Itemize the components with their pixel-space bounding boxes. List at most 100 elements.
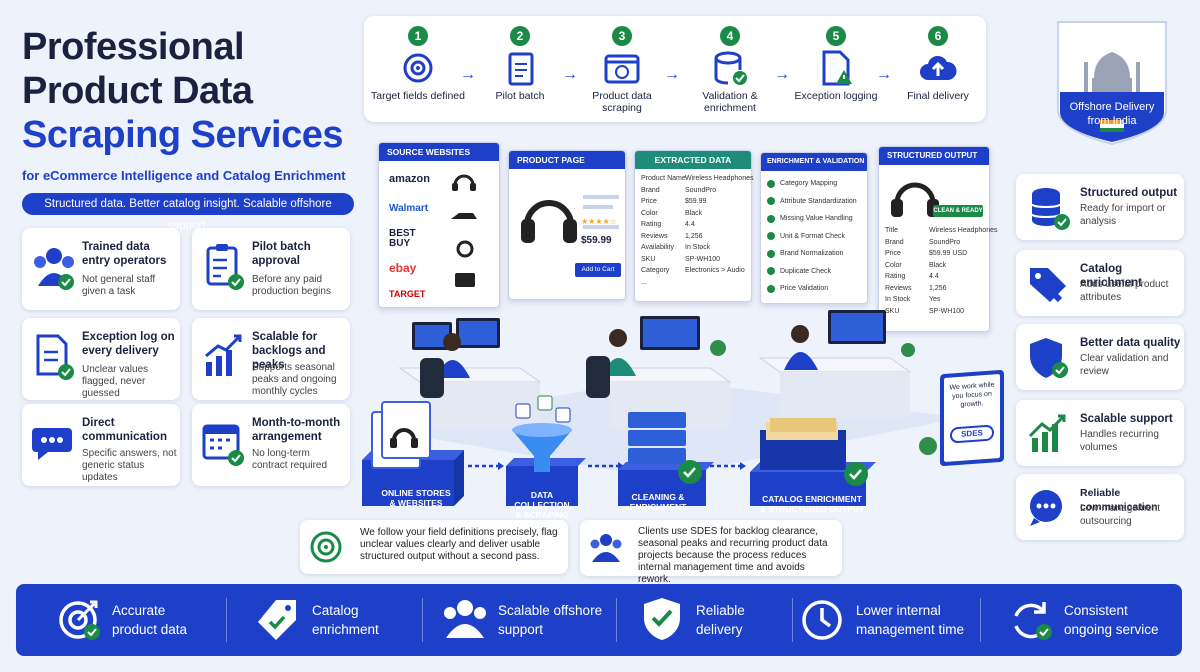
feature-card-scalable: Scalable for backlogs and peaks Supports…: [192, 318, 350, 400]
step-5: 5 Exception logging: [788, 26, 884, 102]
headline-line-3: Scraping Services: [22, 114, 344, 156]
note-text: We follow your field definitions precise…: [360, 527, 558, 562]
badge-shield-icon: [1057, 21, 1167, 146]
stage-label-catalog-enrichment: CATALOG ENRICHMENT& STRUCTURED OUTPUT: [759, 494, 865, 514]
clean-ready-badge: CLEAN & READY: [933, 205, 983, 217]
feature-desc: No long-term contract required: [252, 448, 328, 471]
step-number: 5: [826, 26, 846, 46]
benefit-desc: Low-management outsourcing: [1080, 503, 1161, 527]
check-item: Attribute Standardization: [761, 193, 867, 211]
benefit-desc: Handles recurring volumes: [1080, 429, 1159, 453]
headline-line-2: Product Data: [22, 70, 253, 112]
feature-title: Exception log on every delivery: [82, 331, 175, 357]
panel-extracted-data: EXTRACTED DATA Product NameWireless Head…: [634, 150, 753, 302]
step-number: 4: [720, 26, 740, 46]
benefit-desc: Adds useful product attributes: [1080, 279, 1169, 303]
feature-title: Trained data entry operators: [82, 241, 167, 267]
target-icon: [59, 600, 100, 640]
divider: [980, 598, 981, 642]
clipboard-icon: [206, 244, 244, 290]
panel-enrichment-validation: ENRICHMENT & VALIDATION Category Mapping…: [760, 152, 868, 304]
badge-line-1: Offshore Delivery: [1069, 101, 1155, 113]
rating-stars: ★★★★☆: [581, 217, 617, 226]
sign-text: We work while you focus on growth.: [949, 381, 995, 409]
database-check-icon: [714, 51, 747, 85]
check-icon: [767, 179, 775, 188]
feature-card-month-to-month: Month-to-month arrangement No long-term …: [192, 404, 350, 486]
sdes-sign: We work while you focus on growth. SDES: [940, 369, 1004, 467]
warning-document-icon: [822, 50, 852, 86]
check-icon: [767, 197, 775, 206]
shield-check-icon: [1030, 338, 1068, 378]
check-icon: [767, 232, 775, 241]
check-item: Category Mapping: [761, 175, 867, 193]
desk-2: [586, 316, 732, 428]
calendar-icon: [202, 424, 244, 466]
add-to-cart-button[interactable]: Add to Cart: [575, 263, 621, 277]
chat-icon: [32, 428, 72, 460]
note-clients: Clients use SDES for backlog clearance, …: [580, 520, 842, 585]
feature-title: Scalable for backlogs and peaks: [252, 331, 326, 371]
benefit-title: Structured output: [1080, 187, 1178, 199]
step-number: 2: [510, 26, 530, 46]
benefit-card-scalable-support: Scalable support Handles recurring volum…: [1016, 400, 1184, 466]
tag-icon: [1030, 268, 1066, 303]
arrow-icon: →: [460, 66, 476, 83]
benefit-card-structured-output: Structured output Ready for import or an…: [1016, 174, 1184, 240]
stage-label-online-stores: ONLINE STORES& WEBSITES: [381, 488, 451, 508]
process-steps: 1 Target fields defined → 2 Pilot batch …: [364, 16, 986, 122]
check-icon: [767, 249, 775, 258]
cloud-upload-icon: [920, 55, 957, 80]
benefit-card-catalog-enrichment: Catalog enrichment Adds useful product a…: [1016, 250, 1184, 316]
check-icon: [767, 214, 775, 223]
feature-desc: Unclear values flagged, never guessed: [82, 364, 149, 399]
product-price: $59.99: [581, 235, 612, 246]
step-label: Product data scraping: [592, 90, 652, 114]
logo-walmart: Walmart: [389, 203, 429, 214]
step-number: 6: [928, 26, 948, 46]
growth-chart-icon: [205, 334, 242, 376]
table-row: ...: [641, 278, 647, 286]
headline-subtitle: for eCommerce Intelligence and Catalog E…: [22, 168, 346, 183]
refresh-icon: [1014, 602, 1052, 640]
browser-globe-icon: [604, 54, 640, 84]
check-item: Duplicate Check: [761, 263, 867, 281]
team-icon: [590, 534, 622, 562]
clock-icon: [802, 600, 842, 640]
panel-title: STRUCTURED OUTPUT: [879, 147, 989, 165]
panel-source-websites: SOURCE WEBSITES amazon Walmart BEST BUY …: [378, 142, 500, 308]
check-item: Unit & Format Check: [761, 228, 867, 246]
benefit-title: Scalable support: [1080, 413, 1173, 425]
badge-line-2: from India: [1087, 115, 1137, 127]
arrow-icon: →: [774, 66, 790, 83]
check-item: Missing Value Handling: [761, 210, 867, 228]
product-thumbnails: [451, 174, 477, 287]
headphones-image: [521, 195, 619, 243]
bar-chart-icon: [1028, 414, 1066, 452]
feature-title: Pilot batch approval: [252, 241, 311, 267]
document-check-icon: [36, 334, 74, 380]
feature-title: Month-to-month arrangement: [252, 417, 341, 443]
arrow-icon: →: [664, 66, 680, 83]
sdes-logo: SDES: [950, 424, 994, 444]
feature-title: Direct communication: [82, 417, 167, 443]
check-item: Price Validation: [761, 280, 867, 298]
panel-title: ENRICHMENT & VALIDATION: [761, 153, 867, 171]
